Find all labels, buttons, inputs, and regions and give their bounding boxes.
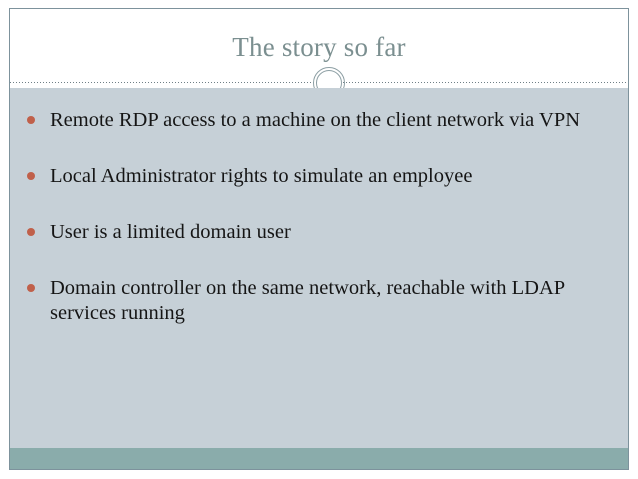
list-item: Local Administrator rights to simulate a… (23, 164, 610, 189)
list-item: Domain controller on the same network, r… (23, 276, 610, 326)
list-item: User is a limited domain user (23, 220, 610, 245)
slide-title-area: The story so far (10, 9, 628, 88)
bullet-text: Domain controller on the same network, r… (50, 277, 565, 324)
bullet-list: Remote RDP access to a machine on the cl… (23, 108, 610, 326)
list-item: Remote RDP access to a machine on the cl… (23, 108, 610, 133)
dotted-divider (10, 82, 628, 84)
bullet-dot-icon (27, 228, 35, 236)
bullet-dot-icon (27, 284, 35, 292)
bullet-text: Remote RDP access to a machine on the cl… (50, 109, 581, 131)
bullet-dot-icon (27, 116, 35, 124)
bullet-text: User is a limited domain user (50, 221, 291, 243)
bottom-accent-bar (10, 448, 628, 469)
slide-body: Remote RDP access to a machine on the cl… (10, 88, 628, 448)
page-title: The story so far (232, 32, 406, 62)
slide: The story so far Remote RDP access to a … (9, 8, 629, 470)
bullet-dot-icon (27, 172, 35, 180)
bullet-text: Local Administrator rights to simulate a… (50, 165, 473, 187)
